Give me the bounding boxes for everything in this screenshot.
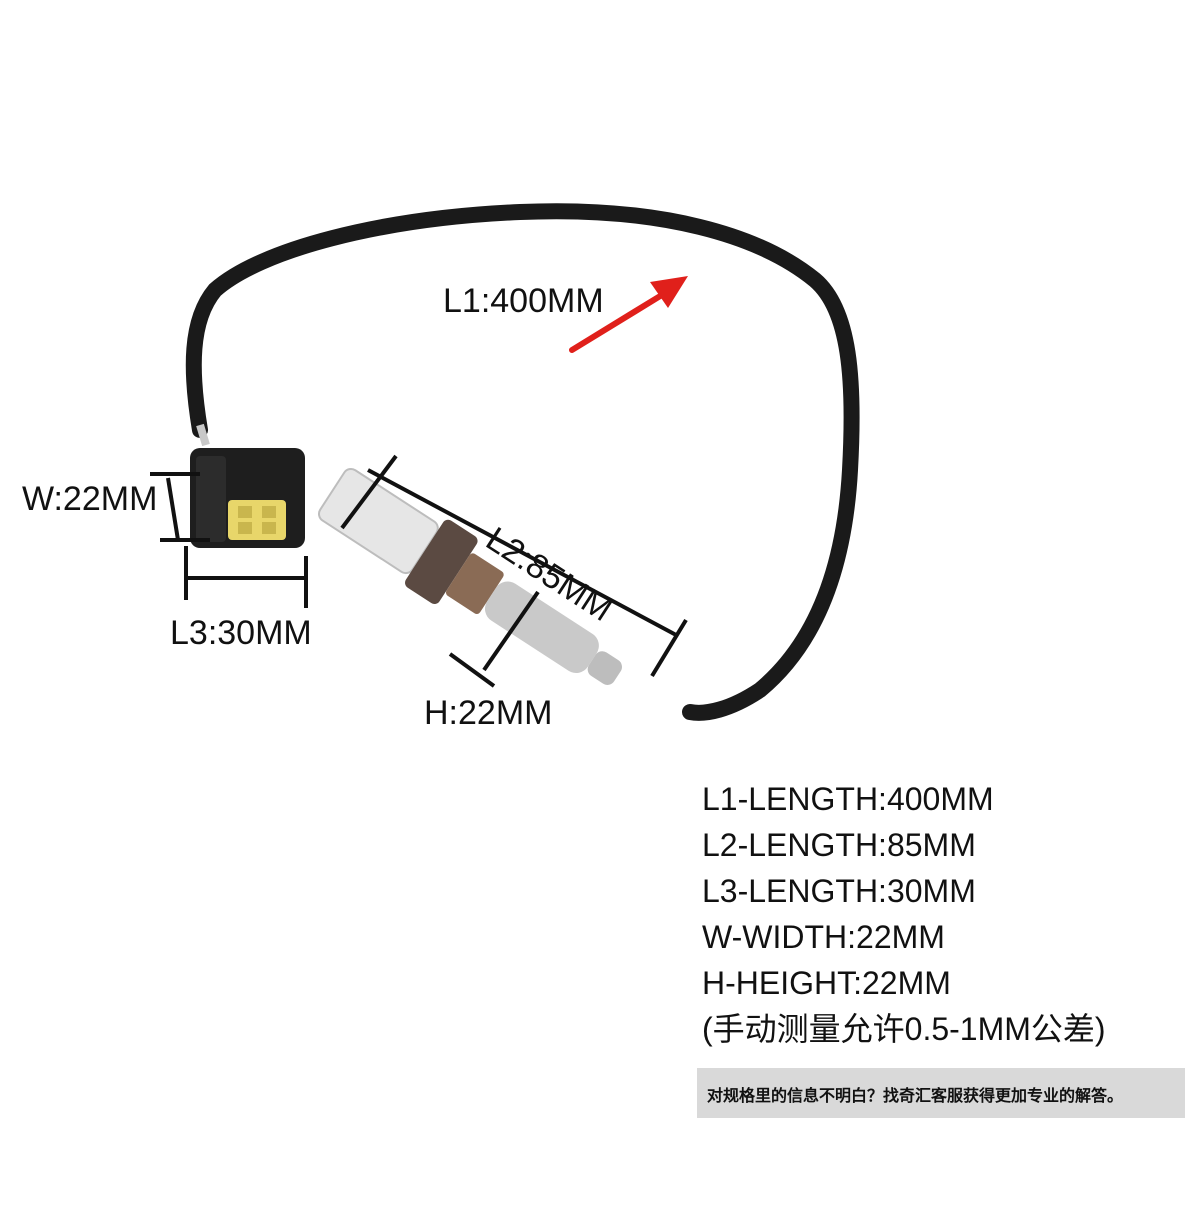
- length3-dimension: [184, 546, 308, 608]
- spec-list: L1-LENGTH:400MM L2-LENGTH:85MM L3-LENGTH…: [702, 776, 1106, 1052]
- connector-plug: [190, 448, 305, 548]
- sensor-cable: [185, 203, 860, 721]
- height-label: H:22MM: [424, 694, 553, 732]
- spec-line-height: H-HEIGHT:22MM: [702, 965, 951, 1001]
- help-banner: 对规格里的信息不明白？找奇汇客服获得更加专业的解答。: [697, 1068, 1185, 1118]
- length3-label: L3:30MM: [170, 614, 312, 652]
- oxygen-sensor: [317, 467, 622, 685]
- spec-line-width: W-WIDTH:22MM: [702, 919, 945, 955]
- length1-label: L1:400MM: [443, 282, 604, 320]
- arrow-icon: [569, 276, 688, 353]
- spec-line-length1: L1-LENGTH:400MM: [702, 781, 994, 817]
- height-dimension: [448, 590, 540, 688]
- spec-line-length2: L2-LENGTH:85MM: [702, 827, 976, 863]
- spec-line-length3: L3-LENGTH:30MM: [702, 873, 976, 909]
- length2-dimension: [340, 454, 688, 678]
- connector-wire: [196, 423, 210, 447]
- width-dimension: [150, 472, 210, 542]
- width-label: W:22MM: [22, 480, 158, 518]
- spec-line-tolerance: (手动测量允许0.5-1MM公差): [702, 1011, 1106, 1047]
- help-banner-text: 对规格里的信息不明白？找奇汇客服获得更加专业的解答。: [707, 1086, 1124, 1105]
